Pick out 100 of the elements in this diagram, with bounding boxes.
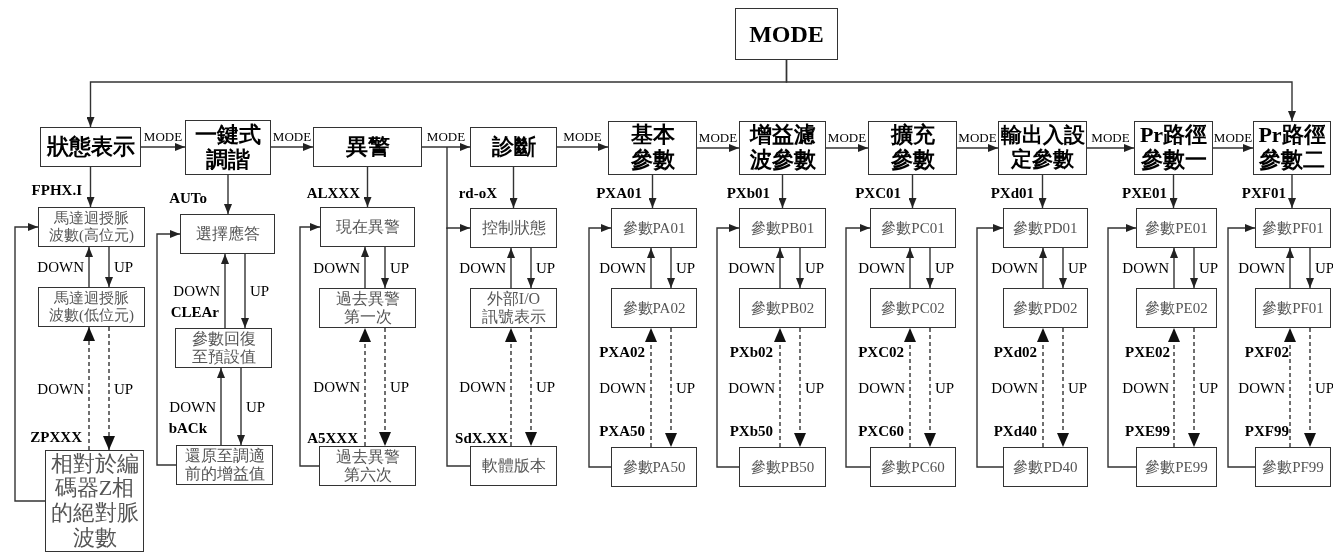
- arrow: [1288, 174, 1296, 209]
- dashed-arrow: [794, 327, 806, 448]
- dashed-arrow: [1284, 327, 1296, 448]
- item-box: 參數PE99: [1136, 447, 1217, 487]
- item-box: 參數PE02: [1136, 288, 1217, 328]
- parameter-code: CLEAr: [170, 304, 219, 320]
- arrow: [361, 246, 369, 289]
- parameter-code: bACk: [168, 420, 207, 436]
- arrow: [1170, 247, 1178, 289]
- arrow: [421, 143, 471, 151]
- item-box: 參數PF99: [1255, 447, 1331, 487]
- arrow: [1107, 224, 1137, 468]
- arrow: [1212, 144, 1254, 152]
- dashed-arrow: [645, 327, 657, 448]
- edge-label: DOWN: [991, 379, 1038, 396]
- arrow: [906, 247, 914, 289]
- item-box: 參數PD40: [1003, 447, 1088, 487]
- arrow: [14, 223, 46, 502]
- item-box: 還原至調適前的增益值: [176, 445, 273, 485]
- item-box: 參數PD02: [1003, 288, 1088, 328]
- item-box: 軟體版本: [470, 446, 557, 486]
- arrow: [237, 367, 245, 446]
- item-box: 參數PE01: [1136, 208, 1217, 248]
- arrow: [696, 144, 740, 152]
- dashed-arrow: [904, 327, 916, 448]
- parameter-code: PXF01: [1241, 185, 1286, 201]
- edge-label: MODE: [143, 129, 183, 145]
- menu-box: 擴充參數: [868, 121, 957, 175]
- edge-label: UP: [935, 379, 955, 396]
- edge-label: UP: [1068, 379, 1088, 396]
- edge-label: DOWN: [37, 259, 84, 275]
- menu-box: 基本參數: [608, 121, 697, 175]
- parameter-code: PXC01: [855, 185, 901, 201]
- edge-label: UP: [390, 379, 410, 395]
- edge-label: DOWN: [858, 260, 905, 276]
- item-box: 參數PC60: [870, 447, 956, 487]
- dashed-arrow: [665, 327, 677, 448]
- edge-label: UP: [1199, 379, 1219, 396]
- menu-box: Pr路徑參數一: [1134, 121, 1213, 175]
- edge-label: UP: [935, 260, 955, 276]
- item-box: 參數PA01: [611, 208, 697, 248]
- parameter-code: FPHX.I: [31, 182, 82, 198]
- item-box: 參數PF01: [1255, 208, 1331, 248]
- arrow: [926, 247, 934, 289]
- arrow: [845, 224, 871, 468]
- edge-label: DOWN: [459, 260, 506, 276]
- edge-label: UP: [805, 260, 825, 276]
- arrow: [956, 144, 999, 152]
- arrow: [1190, 247, 1198, 289]
- parameter-code: PXE01: [1122, 185, 1167, 201]
- edge-label: MODE: [1091, 130, 1130, 146]
- item-box: 參數PC01: [870, 208, 956, 248]
- parameter-code: PXb02: [729, 344, 773, 360]
- parameter-code: ZPXXX: [30, 429, 82, 445]
- edge-label: UP: [1315, 379, 1333, 396]
- parameter-code: PXA01: [596, 185, 642, 201]
- arrow: [241, 253, 249, 329]
- edge-label: MODE: [958, 130, 997, 146]
- arrow: [381, 246, 389, 289]
- edge-label: UP: [676, 260, 696, 276]
- parameter-code: PXd40: [993, 423, 1037, 439]
- parameter-code: PXC60: [858, 423, 904, 439]
- item-box: 參數PB01: [739, 208, 826, 248]
- dashed-arrow: [924, 327, 936, 448]
- arrow: [1227, 224, 1256, 468]
- arrow: [976, 224, 1004, 468]
- item-box: 馬達迴授脈波數(高位元): [38, 207, 145, 247]
- item-box: 參數PD01: [1003, 208, 1088, 248]
- parameter-code: PXE99: [1125, 423, 1170, 439]
- edge-label: UP: [114, 380, 134, 397]
- arrow: [1286, 247, 1294, 289]
- item-box: 選擇應答: [180, 214, 275, 254]
- parameter-code: SdX.XX: [455, 430, 508, 446]
- parameter-code: ALXXX: [306, 185, 360, 201]
- parameter-code: A5XXX: [307, 430, 358, 446]
- edge-label: UP: [805, 379, 825, 396]
- item-box: 馬達迴授脈波數(低位元): [38, 287, 145, 327]
- menu-box: 輸出入設定參數: [998, 121, 1087, 175]
- parameter-code: PXA02: [599, 344, 645, 360]
- edge-label: UP: [536, 260, 556, 276]
- arrow: [588, 224, 612, 468]
- edge-label: UP: [1315, 260, 1333, 276]
- arrow: [796, 247, 804, 289]
- edge-label: UP: [1199, 260, 1219, 276]
- dashed-arrow: [1057, 327, 1069, 448]
- parameter-code: PXb50: [729, 423, 773, 439]
- dashed-arrow: [379, 327, 391, 447]
- arrow: [363, 166, 372, 208]
- arrow: [1059, 247, 1067, 289]
- arrow: [507, 247, 515, 289]
- edge-label: MODE: [698, 130, 738, 146]
- edge-label: MODE: [272, 129, 312, 145]
- item-box: 參數PA02: [611, 288, 697, 328]
- dashed-arrow: [525, 327, 537, 447]
- edge-label: UP: [246, 398, 266, 415]
- arrow: [1038, 174, 1047, 209]
- menu-box: 狀態表示: [40, 127, 141, 167]
- arrow: [224, 174, 232, 215]
- arrow: [156, 230, 181, 466]
- edge-label: UP: [390, 259, 410, 276]
